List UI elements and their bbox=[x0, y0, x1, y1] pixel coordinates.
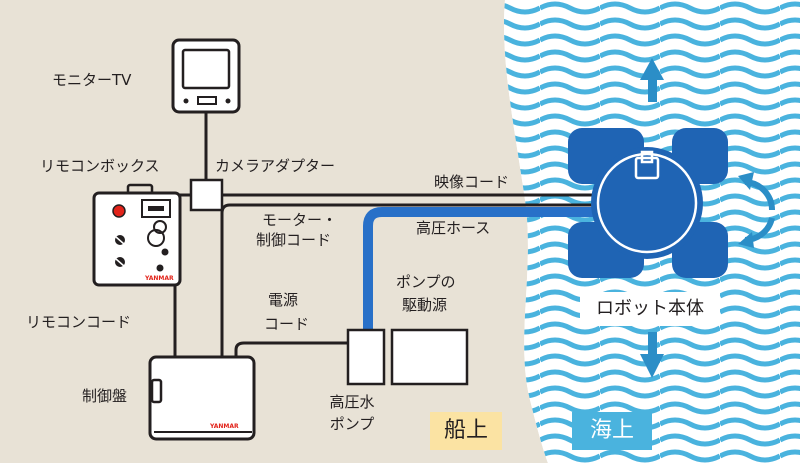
high-pressure-hose-label: 高圧ホース bbox=[416, 219, 491, 237]
at-sea-badge: 海上 bbox=[589, 418, 634, 443]
high-pressure-pump bbox=[346, 328, 386, 386]
rotate-icon bbox=[738, 172, 775, 248]
motor-control-cord-label-1: モーター・ bbox=[262, 211, 338, 229]
red-button bbox=[112, 204, 126, 218]
remote-box: YANMAR bbox=[92, 183, 182, 287]
cables bbox=[173, 112, 600, 357]
control-panel-label: 制御盤 bbox=[82, 387, 128, 405]
power-cord bbox=[234, 341, 348, 357]
remote-cord-label: リモコンコード bbox=[26, 313, 132, 331]
control-panel: YANMAR bbox=[148, 355, 256, 441]
pump-power-label-1: ポンプの bbox=[396, 273, 456, 291]
robot bbox=[568, 128, 728, 278]
on-ship-badge: 船上 bbox=[443, 418, 488, 443]
at-sea-badge-bg bbox=[572, 412, 652, 450]
arrow-down-icon bbox=[640, 332, 664, 378]
remote-brand-logo: YANMAR bbox=[144, 275, 174, 282]
camera-icon bbox=[634, 150, 660, 180]
remote-box-label: リモコンボックス bbox=[40, 157, 160, 175]
motor-control-cord bbox=[220, 203, 600, 357]
panel-brand-logo: YANMAR bbox=[209, 423, 239, 430]
motor-control-cord-label-2: 制御コード bbox=[256, 231, 332, 249]
on-ship-badge-bg bbox=[430, 412, 502, 450]
high-pressure-hose bbox=[363, 207, 600, 330]
camera-adapter bbox=[189, 178, 224, 212]
high-pressure-pump-label-2: ポンプ bbox=[329, 415, 375, 433]
camera-adapter-label: カメラアダプター bbox=[215, 157, 336, 175]
monitor-tv-label: モニターTV bbox=[52, 71, 132, 89]
monitor-tv bbox=[171, 38, 241, 114]
high-pressure-pump-label-1: 高圧水 bbox=[329, 393, 375, 411]
pump-power-label-2: 駆動源 bbox=[402, 296, 448, 314]
power-cord-label-2: コード bbox=[264, 315, 310, 333]
pump-power-source bbox=[390, 328, 469, 386]
video-cord-label: 映像コード bbox=[434, 173, 510, 191]
robot-body-label: ロボット本体 bbox=[580, 292, 720, 326]
arrow-up-icon bbox=[640, 58, 664, 102]
power-cord-label-1: 電源 bbox=[268, 291, 299, 309]
